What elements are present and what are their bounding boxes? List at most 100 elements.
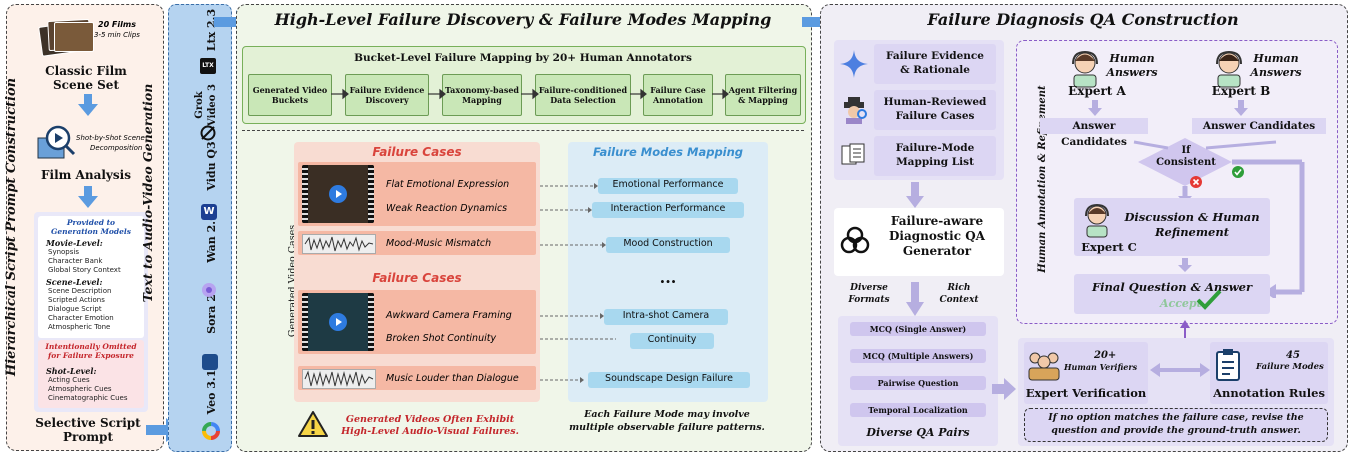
expert-c-avatar-icon bbox=[1085, 203, 1109, 238]
final-qa-label: Final Question & Answer bbox=[1091, 280, 1253, 294]
input-box: Failure Evidence & Rationale bbox=[874, 44, 996, 84]
models-strip-title: Text to Audio-Video Generation bbox=[140, 83, 155, 303]
movie-item: Synopsis bbox=[48, 248, 79, 256]
answer-candidates-a: Answer Candidates bbox=[1040, 118, 1148, 148]
shot-item: Acting Cues bbox=[48, 376, 90, 384]
scene-item: Scene Description bbox=[48, 287, 112, 295]
sora-logo-icon bbox=[202, 283, 216, 297]
films-badge-line1: 20 Films bbox=[98, 20, 136, 29]
decomp-line2: Decomposition bbox=[90, 144, 143, 152]
human-answers-line2: Answers bbox=[1250, 66, 1302, 79]
discussion-line2: Refinement bbox=[1154, 225, 1230, 239]
note-line1: Each Failure Mode may involve bbox=[584, 409, 750, 420]
films-badge-line2: 3-5 min Clips bbox=[94, 31, 140, 39]
consistency-diamond bbox=[1133, 138, 1305, 298]
final-qa-box bbox=[1074, 274, 1270, 314]
failure-case-label: Awkward Camera Framing bbox=[386, 310, 512, 321]
input-box: Failure-Mode Mapping List bbox=[874, 136, 996, 176]
human-answers-a: Human Answers bbox=[1102, 52, 1162, 80]
scene-item: Dialogue Script bbox=[48, 305, 102, 313]
model-veo: Veo 3.1 bbox=[198, 360, 226, 442]
provided-heading: Provided to Generation Models bbox=[38, 218, 144, 236]
generator-text: Failure-aware Diagnostic QA Generator bbox=[876, 214, 998, 259]
classic-set-line2: Scene Set bbox=[53, 78, 119, 92]
failure-case-label: Music Louder than Dialogue bbox=[386, 373, 519, 384]
verifiers-count: 20+ bbox=[1094, 350, 1117, 361]
selective-line1: Selective Script bbox=[35, 416, 141, 430]
expert-b-avatar-icon bbox=[1216, 50, 1242, 88]
diverse-qa-label: Diverse QA Pairs bbox=[866, 426, 970, 439]
omitted-line2: for Failure Exposure bbox=[48, 351, 134, 360]
mapping-arrows bbox=[540, 183, 616, 383]
model-label: Veo 3.1 bbox=[205, 369, 218, 415]
step-line2: Discovery bbox=[365, 95, 409, 105]
movie-item: Character Bank bbox=[48, 257, 103, 265]
omitted-heading: Intentionally Omitted for Failure Exposu… bbox=[38, 342, 144, 360]
answer-candidates-b: Answer Candidates bbox=[1192, 118, 1326, 134]
shot-items: Acting Cues Atmospheric Cues Cinematogra… bbox=[48, 376, 128, 403]
film-stack-image bbox=[38, 18, 94, 57]
human-answers-b: Human Answers bbox=[1246, 52, 1306, 80]
arrow-right-icon bbox=[992, 378, 1016, 400]
shot-item: Cinematographic Cues bbox=[48, 394, 128, 402]
failure-modes-title: Failure Modes Mapping bbox=[592, 145, 744, 159]
expert-verification-label: Expert Verification bbox=[1025, 386, 1147, 400]
step-line2: & Mapping bbox=[738, 95, 788, 105]
step-line2: Annotation bbox=[653, 95, 703, 105]
video-thumbnail bbox=[302, 165, 374, 223]
qa-type: MCQ (Multiple Answers) bbox=[850, 349, 986, 363]
step-line1: Failure Evidence bbox=[349, 85, 425, 95]
modes-count: 45 bbox=[1286, 350, 1300, 361]
selective-script-title: Selective Script Prompt bbox=[30, 416, 146, 444]
wan-logo-icon: W bbox=[201, 204, 217, 220]
provided-line2: Generation Models bbox=[51, 227, 131, 236]
provided-box bbox=[38, 216, 144, 338]
expert-a-avatar-icon bbox=[1072, 50, 1098, 88]
ltx-logo-icon: LTX bbox=[200, 58, 216, 74]
scene-level-label: Scene-Level: bbox=[46, 277, 103, 287]
failure-mode-label: Interaction Performance bbox=[592, 202, 744, 218]
warning-line2: High-Level Audio-Visual Failures. bbox=[341, 426, 519, 437]
scene-item: Character Emotion bbox=[48, 314, 114, 322]
list-icon bbox=[841, 143, 865, 165]
decomp-line1: Shot-by-Shot Scene bbox=[76, 134, 145, 142]
step-line1: Agent Filtering bbox=[728, 85, 798, 95]
play-icon bbox=[329, 185, 347, 203]
shot-level-label: Shot-Level: bbox=[46, 366, 97, 376]
scene-item: Scripted Actions bbox=[48, 296, 105, 304]
step-line1: Generated Video bbox=[252, 85, 328, 95]
check-icon bbox=[1232, 166, 1244, 178]
arrow-down-icon bbox=[906, 282, 924, 316]
verifiers-label: Human Verifiers bbox=[1064, 362, 1138, 372]
failure-mode-label: Emotional Performance bbox=[598, 178, 738, 194]
movie-level-label: Movie-Level: bbox=[46, 238, 103, 248]
grok-logo-icon bbox=[200, 125, 216, 141]
generator-line2: Diagnostic QA bbox=[889, 229, 985, 243]
input-line2: & Rationale bbox=[900, 64, 970, 76]
scene-items: Scene Description Scripted Actions Dialo… bbox=[48, 287, 114, 332]
input-line2: Failure Cases bbox=[895, 110, 975, 122]
input-line1: Human-Reviewed bbox=[883, 96, 987, 108]
openai-icon bbox=[840, 226, 870, 254]
omitted-line1: Intentionally Omitted bbox=[45, 342, 137, 351]
human-answers-line1: Human bbox=[1253, 52, 1299, 65]
bottom-note: If no option matches the failure case, r… bbox=[1024, 412, 1328, 437]
failure-mode-label: Continuity bbox=[630, 333, 714, 349]
classic-set-line1: Classic Film bbox=[45, 64, 127, 78]
selective-line2: Prompt bbox=[63, 430, 113, 444]
accept-label: Accept bbox=[1160, 297, 1202, 310]
step-line2: Buckets bbox=[271, 95, 309, 105]
failure-case-label: Flat Emotional Expression bbox=[386, 179, 510, 190]
warning-icon bbox=[298, 411, 328, 437]
arrow-down-icon bbox=[906, 182, 924, 208]
warning-text: Generated Videos Often Exhibit High-Leve… bbox=[330, 414, 530, 438]
bottom-note-box bbox=[1024, 408, 1328, 442]
step-arrows bbox=[331, 88, 729, 100]
failure-cases-title: Failure Cases bbox=[372, 145, 462, 159]
failure-mode-label: Soundscape Design Failure bbox=[588, 372, 750, 388]
step-line1: Taxonomy-based bbox=[444, 85, 520, 95]
step-line1: Failure-conditioned bbox=[538, 85, 628, 95]
